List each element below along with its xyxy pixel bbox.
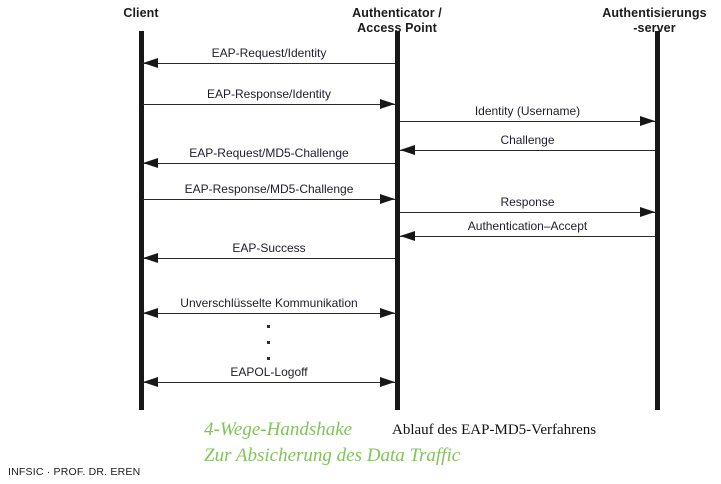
arrowhead-left-icon — [143, 158, 158, 168]
lifeline-client — [139, 31, 144, 410]
caption-diagram-title: Ablauf des EAP-MD5-Verfahrens — [392, 422, 597, 438]
arrowhead-left-icon — [400, 231, 415, 241]
ellipsis-dot — [267, 325, 270, 328]
message-line — [143, 382, 395, 383]
message-line — [400, 121, 655, 122]
message-label: EAP-Request/MD5-Challenge — [189, 146, 349, 160]
actor-label-auth-server-line2: -server — [633, 21, 676, 35]
message-line — [143, 163, 395, 164]
message-line — [400, 236, 655, 237]
arrowhead-left-icon — [143, 253, 158, 263]
lifeline-auth-server — [655, 31, 660, 410]
arrowhead-left-icon — [143, 377, 158, 387]
arrowhead-right-icon — [380, 377, 395, 387]
arrowhead-right-icon — [380, 308, 395, 318]
message-label: Response — [500, 195, 555, 209]
message-label: EAP-Success — [232, 241, 306, 255]
actor-label-authenticator-line1: Authenticator / — [352, 6, 442, 20]
actor-label-auth-server-line1: Authentisierungs — [602, 6, 707, 20]
arrowhead-right-icon — [640, 207, 655, 217]
footer-credit: INFSIC · PROF. DR. EREN — [8, 466, 141, 478]
actor-header-client: Client — [86, 6, 196, 21]
message-line — [143, 199, 395, 200]
message-label: EAP-Response/MD5-Challenge — [184, 182, 354, 196]
arrowhead-left-icon — [143, 58, 158, 68]
caption-green-line1: 4-Wege-Handshake — [204, 419, 353, 440]
arrowhead-right-icon — [640, 116, 655, 126]
message-line — [400, 150, 655, 151]
actor-header-authenticator: Authenticator / Access Point — [332, 6, 462, 36]
arrowhead-left-icon — [400, 145, 415, 155]
arrowhead-left-icon — [143, 308, 158, 318]
caption-green-line2: Zur Absicherung des Data Traffic — [204, 445, 461, 466]
message-line — [143, 104, 395, 105]
arrowhead-right-icon — [380, 194, 395, 204]
message-label: Challenge — [500, 133, 555, 147]
message-label: Authentication–Accept — [467, 219, 588, 233]
actor-label-client-line1: Client — [123, 6, 159, 20]
message-label: Unverschlüsselte Kommunikation — [180, 296, 358, 310]
ellipsis-dot — [267, 357, 270, 360]
arrowhead-right-icon — [380, 99, 395, 109]
message-line — [400, 212, 655, 213]
lifeline-authenticator — [395, 31, 400, 410]
message-label: EAP-Response/Identity — [206, 87, 332, 101]
ellipsis-dot — [267, 341, 270, 344]
message-line — [143, 258, 395, 259]
message-line — [143, 63, 395, 64]
actor-label-authenticator-line2: Access Point — [357, 21, 437, 35]
message-line — [143, 313, 395, 314]
actor-header-auth-server: Authentisierungs -server — [588, 6, 721, 36]
message-label: EAP-Request/Identity — [211, 46, 327, 60]
message-label: EAPOL-Logoff — [230, 365, 308, 379]
message-label: Identity (Username) — [474, 104, 581, 118]
